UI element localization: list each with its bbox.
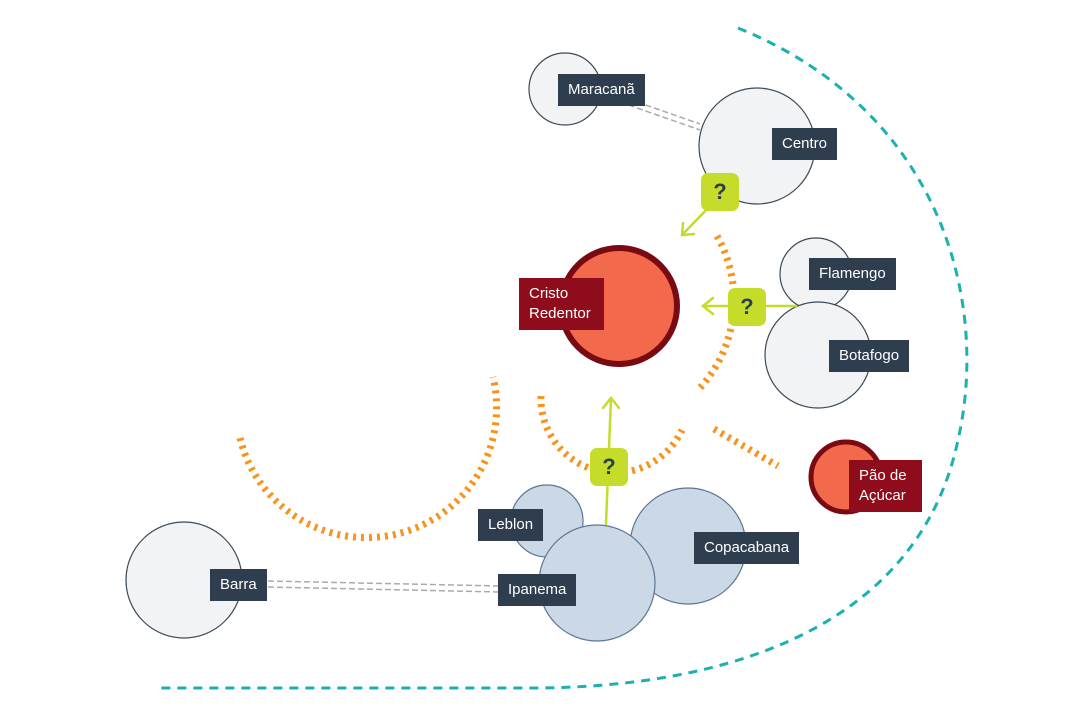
teal-boundary-arc: [160, 26, 969, 690]
orange-arc-southeast: [712, 425, 780, 470]
label-cristo-redentor: Cristo Redentor: [519, 278, 604, 330]
label-barra: Barra: [210, 569, 267, 601]
orange-arc-southwest: [236, 376, 501, 542]
connector-barra-ipanema: [267, 580, 501, 593]
label-pao-de-acucar: Pão de Açúcar: [849, 460, 922, 512]
label-maracana: Maracanã: [558, 74, 645, 106]
label-centro: Centro: [772, 128, 838, 160]
question-badge-flamengo: ?: [728, 288, 766, 326]
question-badge-south: ?: [590, 448, 628, 486]
label-ipanema: Ipanema: [498, 574, 577, 606]
label-botafogo: Botafogo: [829, 340, 910, 372]
label-flamengo: Flamengo: [809, 258, 896, 290]
label-leblon: Leblon: [478, 509, 544, 541]
label-copacabana: Copacabana: [694, 532, 800, 564]
orange-arc-east: [695, 234, 738, 393]
question-badge-centro: ?: [701, 173, 739, 211]
